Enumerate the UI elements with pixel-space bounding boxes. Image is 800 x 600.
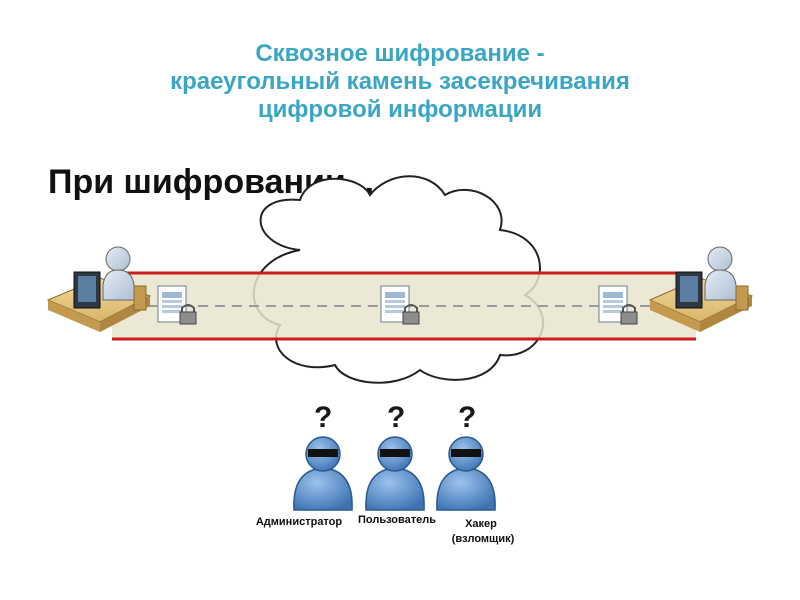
workstation-icon — [46, 246, 152, 332]
slide-title: Сквозное шифрование - краеугольный камен… — [0, 40, 800, 124]
masked-person-icon — [365, 436, 425, 511]
locked-document-icon — [380, 285, 420, 325]
slide-title-line: Сквозное шифрование - — [255, 40, 545, 67]
masked-person-icon — [293, 436, 353, 511]
question-mark: ? — [387, 401, 405, 434]
observer-label: Администратор — [256, 516, 343, 528]
observer-admin: ? Администратор — [256, 401, 353, 528]
observer-hacker: ? Хакер (взломщик) — [436, 401, 515, 545]
slide-title-line: цифровой информации — [257, 96, 543, 123]
observer-user: ? Пользователь — [358, 401, 436, 526]
workstation-icon — [648, 246, 754, 332]
masked-person-icon — [436, 436, 496, 511]
observer-label: Хакер — [465, 518, 497, 530]
slide-title-line: краеугольный камень засекречивания — [170, 68, 630, 95]
observer-label: Пользователь — [358, 514, 436, 526]
locked-document-icon — [598, 285, 638, 325]
locked-document-icon — [157, 285, 197, 325]
question-mark: ? — [458, 401, 476, 434]
question-mark: ? — [314, 401, 332, 434]
observer-label: (взломщик) — [452, 533, 515, 545]
